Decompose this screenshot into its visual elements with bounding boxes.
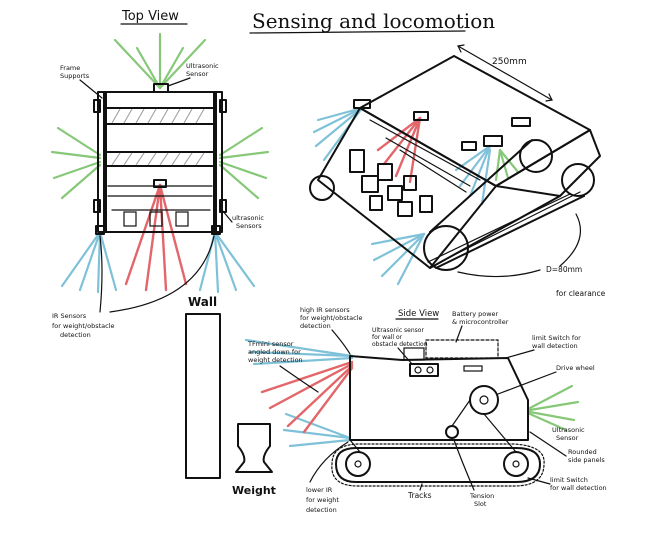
top-view-chassis xyxy=(93,83,227,235)
side-view-heading: Side View xyxy=(398,309,439,319)
clearance-label: for clearance xyxy=(556,289,606,298)
ir-sensors-label: IR Sensors for weight/obstacle detection xyxy=(52,312,117,339)
drive-wheel-label: Drive wheel xyxy=(556,364,595,372)
side-view: Side View xyxy=(244,306,607,514)
ultrasonic-wall-label: Ultrasonic sensor for wall or obstacle d… xyxy=(372,327,428,348)
diagram-title: Sensing and locomotion xyxy=(252,9,495,33)
top-view: Top View xyxy=(50,9,270,339)
wall: Wall xyxy=(185,295,221,479)
iso-chassis xyxy=(309,55,601,271)
tfmini-label: TFmini sensor angled down for weight det… xyxy=(247,340,303,364)
side-ultrasonic-label: ultrasonic Sensors xyxy=(232,214,266,230)
side-chassis xyxy=(331,339,545,487)
lower-ir-label: lower IR for weight detection xyxy=(306,486,341,514)
battery-label: Battery power & microcontroller xyxy=(452,310,509,326)
iso-tfmini-beams xyxy=(376,116,422,184)
limit-switch-bottom-label: limit Switch for wall detection xyxy=(550,476,607,492)
high-ir-label: high IR sensors for weight/obstacle dete… xyxy=(300,306,365,330)
top-ultrasonic-label: Ultrasonic Sensor xyxy=(186,62,221,78)
top-view-tfmini-beams xyxy=(124,183,188,292)
frame-supports-label: Frame Supports xyxy=(60,64,90,80)
limit-switch-top-label: limit Switch for wall detection xyxy=(532,334,583,350)
weight: Weight xyxy=(232,423,276,497)
side-ir-beams xyxy=(244,338,354,448)
side-tfmini-beams xyxy=(260,360,354,434)
tension-slot-label: Tension Slot xyxy=(469,492,496,508)
top-view-heading: Top View xyxy=(121,9,179,24)
length-dimension: 250mm xyxy=(492,57,527,67)
side-ultrasonic-beams xyxy=(528,384,580,432)
weight-label: Weight xyxy=(232,484,276,497)
diameter-dimension: D=80mm xyxy=(546,265,582,274)
side-ultrasonic-label: Ultrasonic Sensor xyxy=(552,426,587,442)
side-panels-label: Rounded side panels xyxy=(568,448,605,464)
top-view-ultrasonic-beams xyxy=(50,32,270,200)
top-view-ir-beams xyxy=(60,230,256,294)
tracks-label: Tracks xyxy=(407,491,432,500)
iso-view: 250mm D=80mm for clearance xyxy=(309,44,606,298)
wall-label: Wall xyxy=(188,295,217,309)
